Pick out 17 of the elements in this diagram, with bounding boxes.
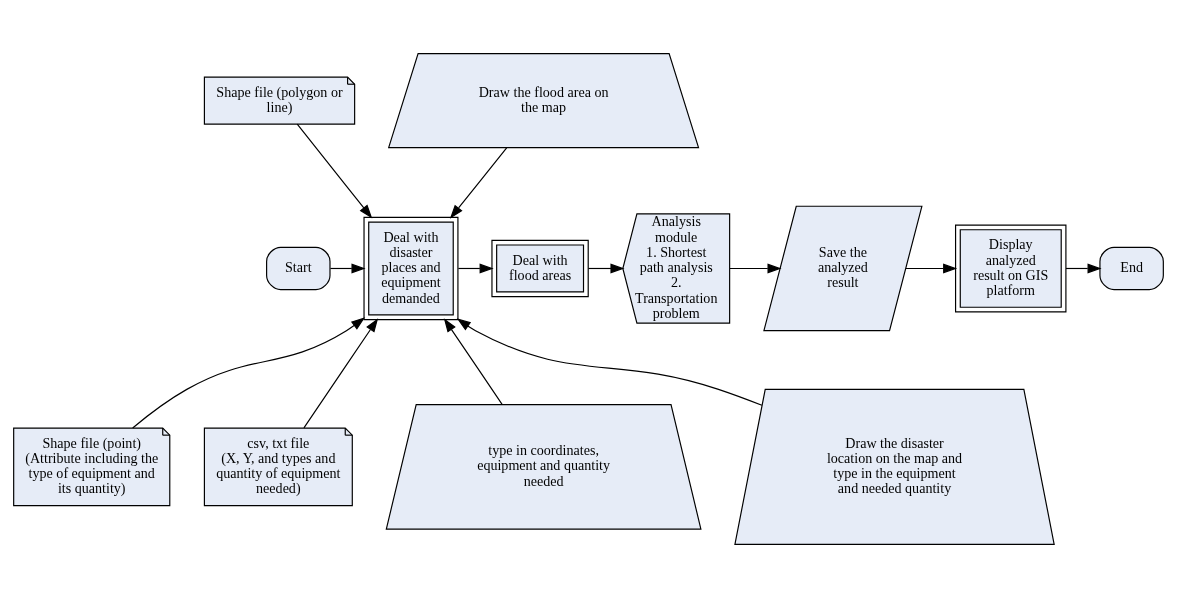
arrow [587,263,625,273]
arrow [329,263,366,273]
arrow [1065,263,1102,273]
node-box: Deal with flood areas [491,239,589,297]
arrow [296,123,373,219]
arrow [443,317,503,405]
arrow [457,263,494,273]
arrow [456,317,763,406]
arrow [303,317,379,428]
arrow [449,146,508,219]
node-box: Display analyzed result on GIS platform [955,223,1067,312]
node-box: Start [266,246,331,290]
node-box: Deal with disaster places and equipment demanded [363,216,459,320]
arrow [905,263,958,273]
node-box: End [1099,246,1164,290]
arrow [729,263,782,273]
arrow [132,316,366,429]
